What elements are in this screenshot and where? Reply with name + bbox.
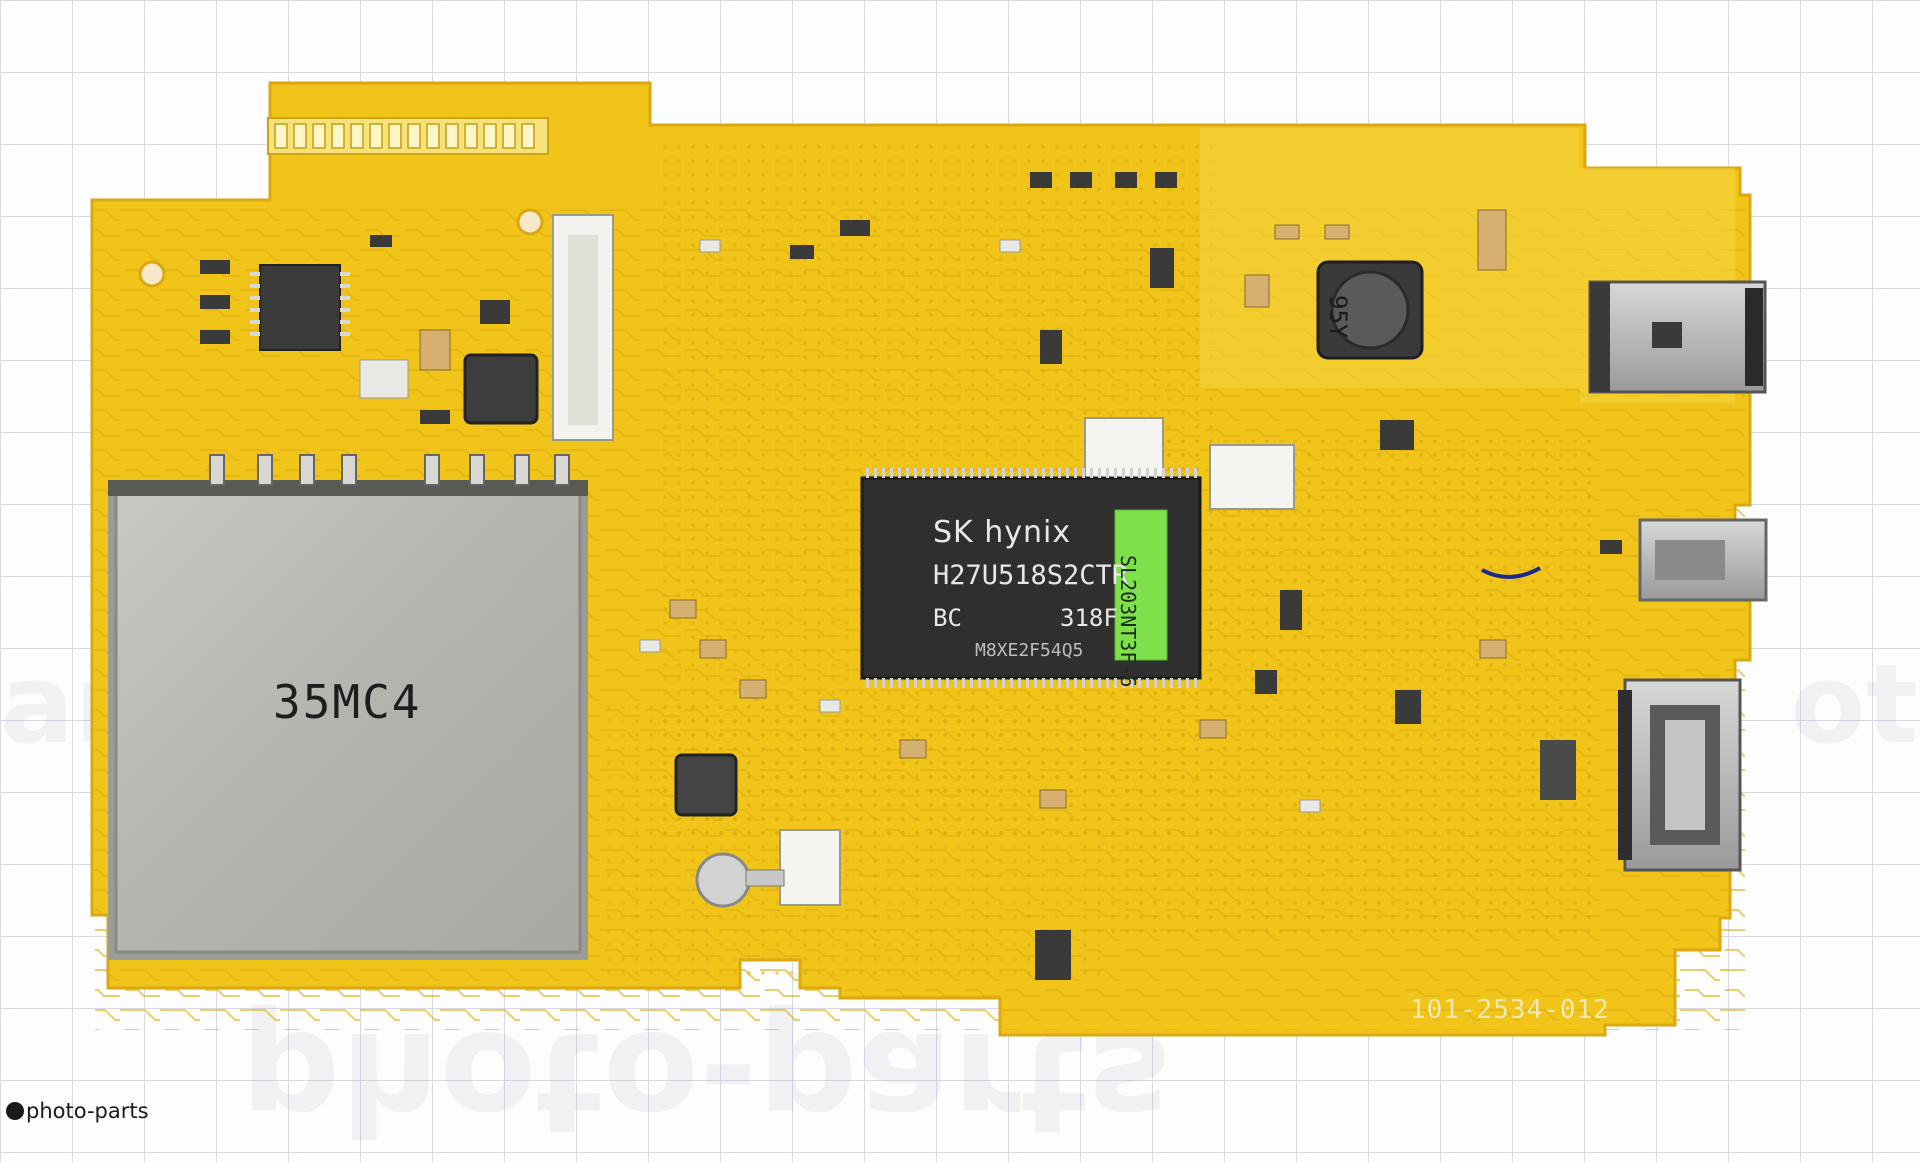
memory-line3-right: 318F — [1060, 604, 1118, 632]
hdmi-connector — [1618, 678, 1742, 872]
inductor-small — [463, 353, 539, 425]
camera-dot-icon — [6, 1102, 24, 1120]
memory-brand: SK hynix — [933, 515, 1072, 550]
qfn-chip — [259, 264, 341, 351]
flex-contacts — [267, 117, 549, 155]
memory-line3-left: BC — [933, 604, 962, 632]
sticker-bg — [1114, 509, 1168, 661]
pcb-part-code: 101-2534-012 — [1410, 995, 1610, 1025]
usb-connector — [1588, 280, 1767, 394]
card-shield — [114, 488, 582, 954]
mini-usb-connector — [1638, 518, 1768, 602]
photo-parts-logo: photo-parts — [6, 1098, 149, 1124]
shield-marking: 35MC4 — [273, 675, 422, 729]
circuit-board: SK hynix H27U518S2CTR BC 318F M8XE2F54Q5… — [90, 81, 1768, 1037]
coin-cell — [695, 852, 751, 908]
sticker-label: SL203NT3F-6 — [1116, 555, 1140, 688]
memory-part-number: H27U518S2CTR — [933, 560, 1129, 591]
memory-lot-code: M8XE2F54Q5 — [975, 640, 1084, 661]
inductor-marking: 95Y — [1324, 295, 1352, 339]
logo-text: photo-parts — [26, 1099, 149, 1123]
pcb-drawing — [90, 81, 1768, 1037]
